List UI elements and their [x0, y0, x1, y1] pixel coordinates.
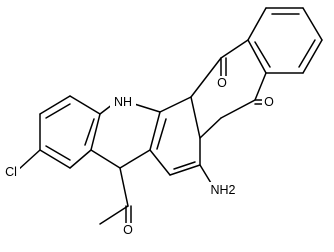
atom-nh-label: NH	[114, 95, 132, 109]
atom-o-top-label: O	[217, 76, 227, 90]
atom-nh: NH	[110, 94, 136, 109]
atom-nh2: NH2	[205, 182, 241, 197]
atom-o-top: O	[215, 76, 229, 90]
atom-nh2-label: NH2	[210, 183, 235, 197]
atom-cl: Cl	[2, 164, 20, 179]
atom-o-right: O	[262, 95, 276, 109]
atom-cl-label: Cl	[5, 165, 17, 179]
atom-o-right-label: O	[264, 95, 274, 109]
atom-o-bottom-label: O	[123, 223, 133, 237]
atom-o-bottom: O	[121, 223, 135, 237]
bond-lines	[17, 7, 323, 225]
